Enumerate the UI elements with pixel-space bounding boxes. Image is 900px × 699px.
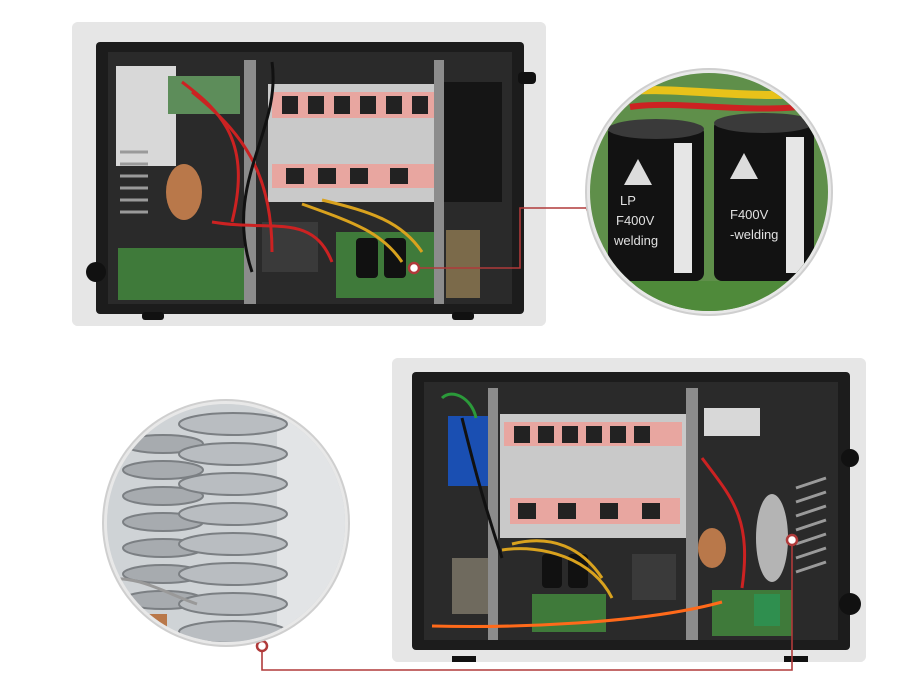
coil-closeup-illustration xyxy=(107,404,345,642)
capacitor-line-left: welding xyxy=(613,233,658,248)
capacitor-closeup-illustration: LP F400V F400V welding -welding xyxy=(590,73,828,311)
coil-closeup xyxy=(104,401,348,645)
callout-dot-coil xyxy=(785,533,799,547)
bottom-interior-photo xyxy=(392,358,866,662)
capacitor-closeup: LP F400V F400V welding -welding xyxy=(587,70,831,314)
top-interior-illustration xyxy=(72,22,546,326)
callout-dot-capacitors xyxy=(407,261,421,275)
capacitor-brand-label: LP xyxy=(620,193,636,208)
top-interior-photo xyxy=(72,22,546,326)
capacitor-rating-right: F400V xyxy=(730,207,769,222)
capacitor-line-right: -welding xyxy=(730,227,778,242)
capacitor-rating-left: F400V xyxy=(616,213,655,228)
bottom-interior-illustration xyxy=(392,358,866,662)
